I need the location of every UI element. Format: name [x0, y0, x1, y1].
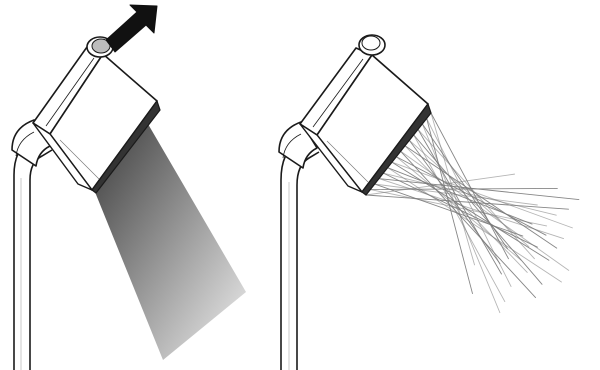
- spray-jet: [378, 178, 580, 201]
- spray-jet: [365, 173, 515, 196]
- spray-jet: [417, 128, 535, 260]
- shower-head-right: [299, 47, 432, 196]
- spray-jet: [430, 112, 509, 260]
- spray-jet: [391, 161, 550, 261]
- spray-jet: [374, 183, 524, 237]
- spray-jet: [387, 167, 533, 225]
- spray-jet: [404, 145, 558, 249]
- spray-jet: [400, 150, 536, 299]
- spray-jet: [400, 150, 570, 271]
- spray-jet: [426, 118, 512, 287]
- spray-jet: [391, 161, 573, 229]
- spray-jet: [413, 134, 506, 303]
- shower-head-left: [32, 46, 161, 194]
- spray-jets: [365, 112, 580, 314]
- spray-jet: [365, 194, 569, 210]
- mode-button-right: [358, 34, 386, 56]
- panel-wide-spray: [278, 34, 580, 370]
- spray-jet: [404, 145, 528, 273]
- arrow-down-left-icon: [105, 4, 158, 53]
- spray-jet: [430, 112, 476, 266]
- panel-concentrated-beam: [11, 4, 246, 370]
- spray-jet: [417, 128, 502, 275]
- water-beam: [95, 124, 246, 360]
- spray-jet: [426, 118, 473, 295]
- hose-right: [280, 133, 320, 370]
- spray-jet: [387, 167, 562, 283]
- hose-left: [13, 131, 53, 370]
- spray-jet: [408, 139, 530, 248]
- spray-jet: [421, 123, 508, 250]
